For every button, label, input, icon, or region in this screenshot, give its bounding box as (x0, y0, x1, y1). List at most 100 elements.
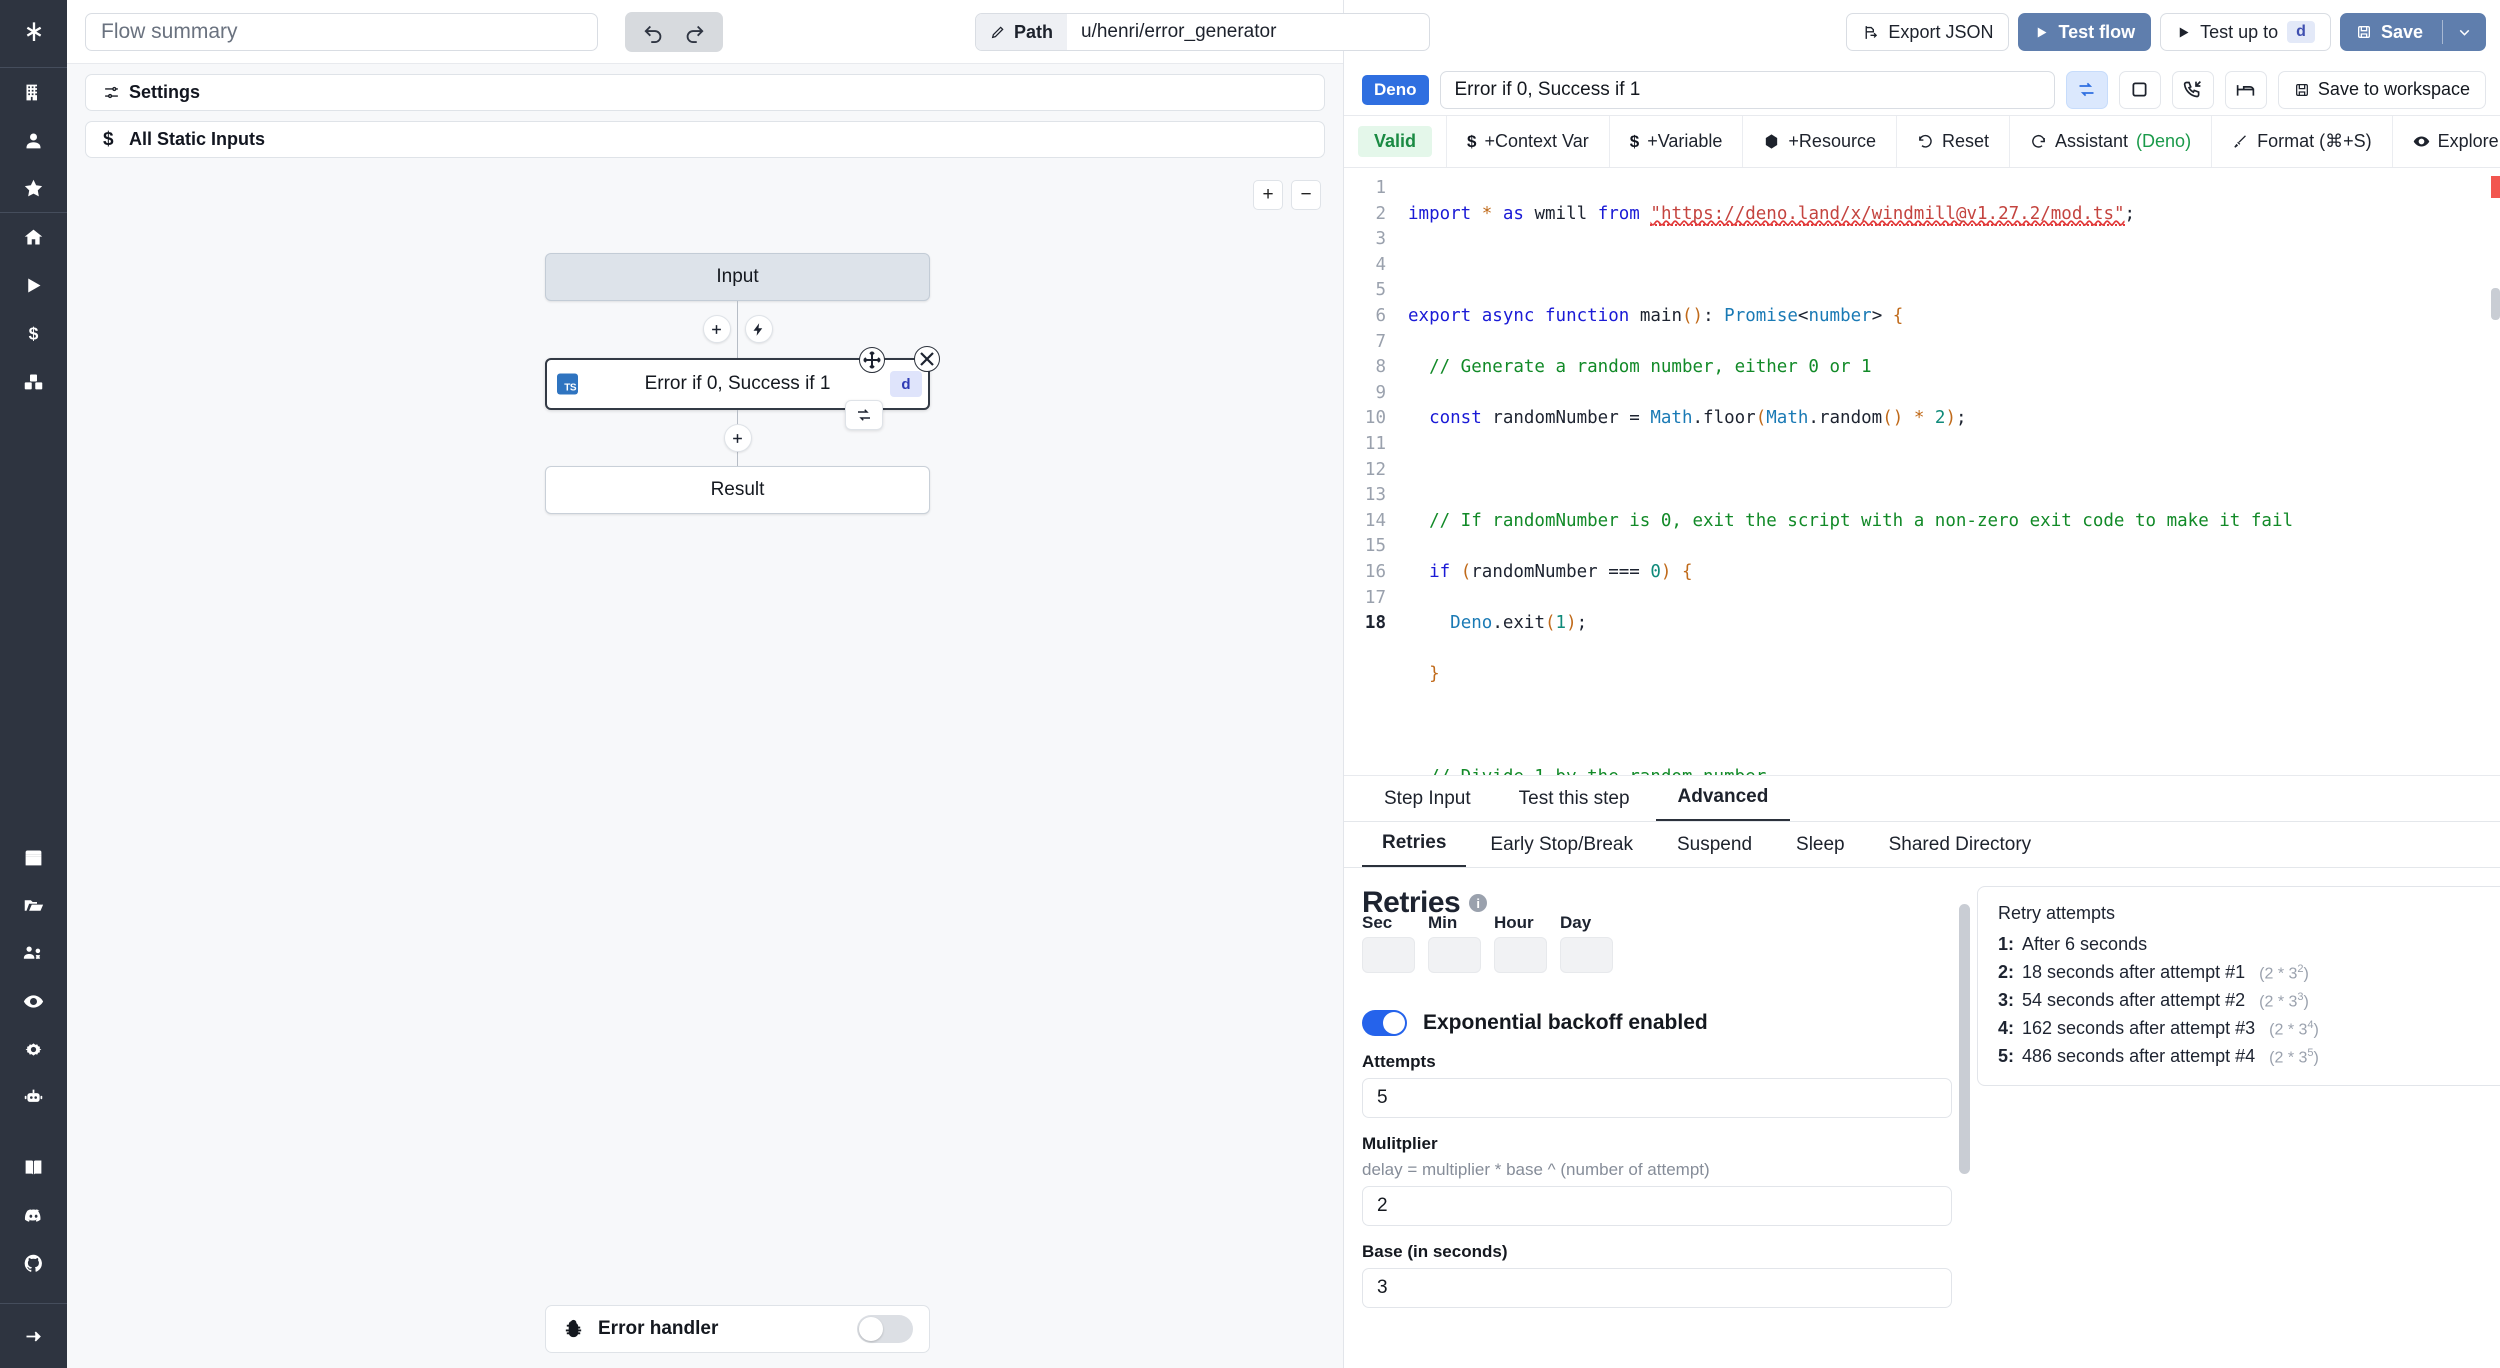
subtab-shared-directory[interactable]: Shared Directory (1888, 834, 2032, 855)
flow-path-box[interactable]: Path u/henri/error_generator (975, 13, 1430, 51)
sidebar-item-github[interactable] (0, 1239, 67, 1287)
delete-node-button[interactable] (914, 346, 940, 372)
hour-input[interactable] (1494, 937, 1547, 973)
retry-attempt-number: 1: (1998, 934, 2015, 954)
subtab-retries[interactable]: Retries (1362, 832, 1467, 867)
all-static-inputs-row[interactable]: $ All Static Inputs (85, 121, 1325, 158)
save-to-workspace-button[interactable]: Save to workspace (2277, 70, 2486, 109)
assistant-button[interactable]: Assistant (Deno) (2010, 116, 2213, 167)
info-icon[interactable]: i (1469, 894, 1488, 912)
add-step-button[interactable] (702, 315, 731, 343)
sidebar-item-favorites[interactable] (0, 164, 67, 212)
sidebar-item-resources[interactable] (0, 357, 67, 405)
add-context-var-button[interactable]: $ +Context Var (1447, 116, 1610, 167)
multiplier-input[interactable]: 2 (1362, 1186, 1952, 1226)
retries-panel: Retries i Sec Min Hour Day (1344, 868, 2500, 1368)
sidebar-item-discord[interactable] (0, 1191, 67, 1239)
add-resource-button[interactable]: +Resource (1743, 116, 1897, 167)
subtab-sleep[interactable]: Sleep (1796, 834, 1845, 855)
test-up-to-label: Test up to (2200, 21, 2279, 42)
node-retry-badge[interactable] (845, 400, 883, 430)
tab-step-input[interactable]: Step Input (1384, 788, 1471, 809)
retries-scrollbar[interactable] (1959, 904, 1970, 1174)
sidebar-item-home[interactable] (0, 213, 67, 261)
retry-attempt-number: 5: (1998, 1046, 2015, 1066)
min-input[interactable] (1428, 937, 1481, 973)
tab-advanced[interactable]: Advanced (1655, 786, 1791, 821)
sidebar-item-audit-logs[interactable] (0, 977, 67, 1025)
sidebar-item-workers[interactable] (0, 1073, 67, 1121)
undo-icon (644, 25, 662, 43)
sidebar-group-workspace (0, 68, 67, 212)
editor-scrollbar[interactable] (2491, 288, 2500, 320)
error-handler-bar[interactable]: Error handler (545, 1305, 930, 1353)
retry-settings-button[interactable] (2065, 70, 2108, 109)
retry-attempt-formula: (2 * 33) (2259, 990, 2309, 1010)
save-button[interactable]: Save (2339, 13, 2486, 51)
script-top-toolbar: Path u/henri/error_generator Export JSON… (975, 0, 2500, 64)
explore-other-scripts-button[interactable]: Explore other s (2393, 116, 2500, 167)
sidebar-item-workspace[interactable] (0, 68, 67, 116)
add-trigger-button[interactable] (744, 315, 773, 343)
format-button[interactable]: Format (⌘+S) (2212, 116, 2393, 167)
tab-test-this-step[interactable]: Test this step (1518, 788, 1630, 809)
validity-status: Valid (1344, 116, 1448, 167)
sidebar-item-settings[interactable] (0, 1025, 67, 1073)
resource-icon (1766, 134, 1778, 149)
flow-node-input-label: Input (716, 266, 759, 287)
sidebar-item-folders[interactable] (0, 881, 67, 929)
zoom-in-button[interactable]: + (1253, 180, 1283, 210)
test-flow-button[interactable]: Test flow (2018, 13, 2152, 51)
move-node-handle[interactable] (859, 347, 885, 373)
sec-input[interactable] (1362, 937, 1415, 973)
sleep-button[interactable] (2224, 70, 2267, 109)
sidebar-item-docs[interactable] (0, 1143, 67, 1191)
script-editor-pane: Path u/henri/error_generator Export JSON… (975, 0, 2500, 1368)
export-icon (1865, 25, 1878, 39)
exponential-backoff-toggle[interactable] (1362, 1010, 1407, 1036)
sidebar-item-schedules[interactable] (0, 833, 67, 881)
flow-graph: Input TS (545, 253, 940, 514)
save-icon (2295, 83, 2308, 96)
path-value[interactable]: u/henri/error_generator (1081, 21, 1277, 42)
day-input[interactable] (1560, 937, 1613, 973)
reset-icon (1919, 134, 1932, 148)
flow-summary-input[interactable]: Flow summary (85, 12, 598, 51)
brush-icon (2234, 135, 2247, 148)
subtab-suspend[interactable]: Suspend (1677, 834, 1753, 855)
flow-summary-placeholder: Flow summary (101, 19, 238, 43)
subtab-early-stop-break[interactable]: Early Stop/Break (1490, 834, 1633, 855)
base-input[interactable]: 3 (1362, 1268, 1952, 1308)
test-up-to-chip: d (2287, 21, 2315, 43)
add-variable-button[interactable]: $ +Variable (1610, 116, 1744, 167)
editor-code-content[interactable]: import * as wmill from "https://deno.lan… (1396, 168, 2500, 775)
windmill-logo-icon[interactable] (0, 0, 67, 67)
error-handler-toggle[interactable] (857, 1315, 913, 1343)
flow-settings-row[interactable]: Settings (85, 74, 1325, 111)
export-json-button[interactable]: Export JSON (1846, 13, 2010, 51)
sidebar-item-expand-sidebar[interactable] (0, 1304, 67, 1368)
suspend-button[interactable] (2171, 70, 2214, 109)
flow-node-step[interactable]: TS Error if 0, Success if 1 d (545, 346, 940, 430)
flow-canvas[interactable]: + − Input (67, 168, 1343, 1368)
flow-node-result[interactable]: Result (545, 466, 930, 514)
test-flow-label: Test flow (2058, 21, 2136, 42)
sidebar-item-variables[interactable]: $ (0, 309, 67, 357)
test-up-to-button[interactable]: Test up to d (2160, 13, 2331, 51)
sidebar-item-runs[interactable] (0, 261, 67, 309)
add-step-button[interactable] (723, 424, 752, 452)
zoom-out-button[interactable]: − (1291, 180, 1321, 210)
retry-attempt-text: 54 seconds after attempt #2 (2022, 990, 2246, 1010)
attempts-input[interactable]: 5 (1362, 1078, 1952, 1118)
sidebar-item-user[interactable] (0, 116, 67, 164)
script-name-input[interactable]: Error if 0, Success if 1 (1439, 70, 2055, 109)
undo-button[interactable] (637, 17, 671, 47)
sidebar-group-links (0, 1143, 67, 1287)
retry-attempt-row: 3: 54 seconds after attempt #2 (2 * 33) (1998, 990, 2500, 1011)
early-stop-button[interactable] (2118, 70, 2161, 109)
reset-button[interactable]: Reset (1897, 116, 2011, 167)
flow-node-input[interactable]: Input (545, 253, 930, 301)
redo-button[interactable] (677, 17, 711, 47)
sidebar-item-groups[interactable] (0, 929, 67, 977)
